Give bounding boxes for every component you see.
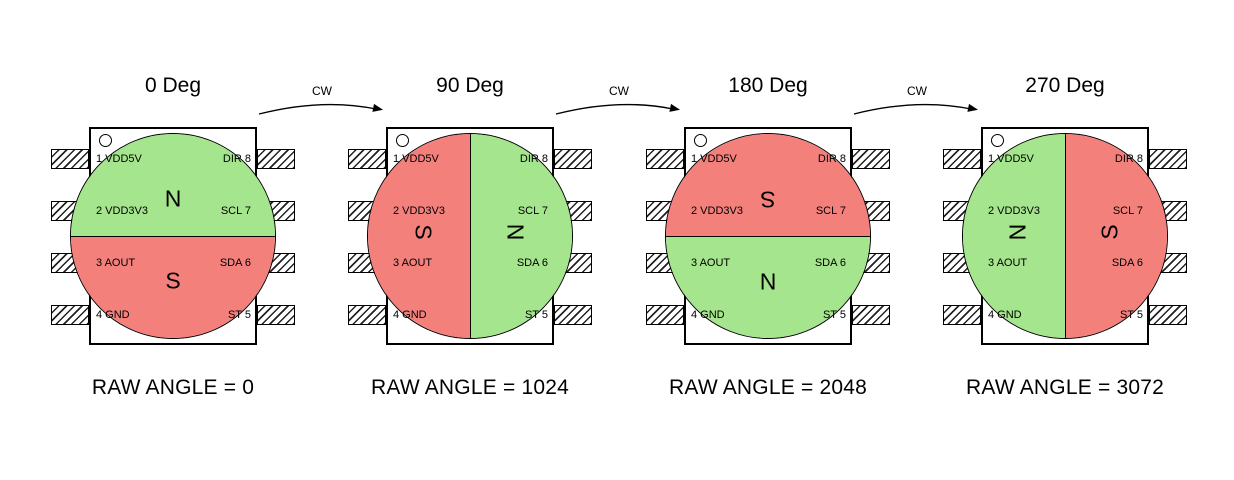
chip-pin	[348, 149, 386, 169]
curved-arrow-icon	[258, 103, 383, 115]
rotation-step-panel-180deg: 180 Deg S N 1 VDD5V 2 VDD3V3 3 AOUT 4 GN…	[643, 0, 893, 480]
pin-label-sda: SDA 6	[814, 257, 846, 269]
curved-arrow-icon	[853, 103, 978, 115]
pin-label-dir: DIR 8	[519, 153, 548, 165]
pin-label-aout: 3 AOUT	[393, 257, 433, 269]
sensor-chip-diagram: S N 1 VDD5V 2 VDD3V3 3 AOUT 4 GND DIR 8 …	[345, 127, 595, 345]
pin-label-scl: SCL 7	[220, 205, 251, 217]
raw-angle-caption: RAW ANGLE = 1024	[371, 376, 569, 399]
sensor-chip-diagram: N S 1 VDD5V 2 VDD3V3 3 AOUT 4 GND DIR 8 …	[48, 127, 298, 345]
chip-pin	[943, 305, 981, 325]
cw-label: CW	[907, 84, 927, 98]
pole-label-north: N	[502, 223, 529, 241]
angle-title: 270 Deg	[1025, 74, 1105, 97]
pin-label-dir: DIR 8	[817, 153, 846, 165]
pin-label-vdd3v3: 2 VDD3V3	[988, 205, 1040, 217]
pole-label-south: S	[1096, 224, 1123, 240]
angle-title: 90 Deg	[436, 74, 504, 97]
pin-label-aout: 3 AOUT	[96, 257, 136, 269]
pin-label-st: ST 5	[822, 309, 846, 321]
sensor-chip-diagram: S N 1 VDD5V 2 VDD3V3 3 AOUT 4 GND DIR 8 …	[643, 127, 893, 345]
pin1-indicator-dot	[396, 134, 409, 147]
pin1-indicator-dot	[99, 134, 112, 147]
pin-label-scl: SCL 7	[1112, 205, 1143, 217]
cw-label: CW	[312, 84, 332, 98]
chip-pin	[257, 149, 295, 169]
pin-label-scl: SCL 7	[815, 205, 846, 217]
chip-pin	[257, 305, 295, 325]
pin-label-vdd5v: 1 VDD5V	[691, 153, 737, 165]
pin-label-gnd: 4 GND	[691, 309, 725, 321]
pin1-indicator-dot	[694, 134, 707, 147]
pole-label-south: S	[165, 267, 181, 294]
pin-label-st: ST 5	[524, 309, 548, 321]
pin-label-st: ST 5	[1119, 309, 1143, 321]
pin-label-vdd5v: 1 VDD5V	[96, 153, 142, 165]
pin-label-gnd: 4 GND	[393, 309, 427, 321]
pin-label-dir: DIR 8	[222, 153, 251, 165]
chip-pin	[943, 149, 981, 169]
pin-label-vdd5v: 1 VDD5V	[393, 153, 439, 165]
pin-label-sda: SDA 6	[1111, 257, 1143, 269]
pole-label-north: N	[759, 268, 777, 295]
sensor-chip-diagram: N S 1 VDD5V 2 VDD3V3 3 AOUT 4 GND DIR 8 …	[940, 127, 1190, 345]
raw-angle-caption: RAW ANGLE = 2048	[669, 376, 867, 399]
chip-pin	[348, 305, 386, 325]
curved-arrow-icon	[555, 103, 680, 115]
pin-label-gnd: 4 GND	[988, 309, 1022, 321]
angle-title: 180 Deg	[728, 74, 808, 97]
pin-label-aout: 3 AOUT	[691, 257, 731, 269]
pin-label-vdd5v: 1 VDD5V	[988, 153, 1034, 165]
chip-pin	[554, 149, 592, 169]
angle-title: 0 Deg	[144, 74, 202, 97]
pin-label-vdd3v3: 2 VDD3V3	[393, 205, 445, 217]
pin-label-sda: SDA 6	[516, 257, 548, 269]
chip-pin	[51, 305, 89, 325]
raw-angle-caption: RAW ANGLE = 3072	[966, 376, 1164, 399]
chip-pin	[1149, 305, 1187, 325]
chip-pin	[852, 305, 890, 325]
cw-rotation-arrow: CW	[553, 84, 685, 130]
chip-pin	[646, 305, 684, 325]
pin-label-vdd3v3: 2 VDD3V3	[96, 205, 148, 217]
pin-label-dir: DIR 8	[1114, 153, 1143, 165]
chip-pin	[1149, 149, 1187, 169]
pole-label-north: N	[164, 185, 182, 212]
chip-pin	[51, 149, 89, 169]
pin-label-st: ST 5	[227, 309, 251, 321]
chip-pin	[554, 305, 592, 325]
pin-label-gnd: 4 GND	[96, 309, 130, 321]
raw-angle-caption: RAW ANGLE = 0	[91, 376, 255, 399]
cw-label: CW	[609, 84, 629, 98]
pin1-indicator-dot	[991, 134, 1004, 147]
pin-label-sda: SDA 6	[219, 257, 251, 269]
chip-pin	[852, 149, 890, 169]
pole-label-south: S	[760, 186, 776, 213]
rotation-step-panel-90deg: 90 Deg S N 1 VDD5V 2 VDD3V3 3 AOUT 4 GND	[345, 0, 595, 480]
pole-label-north: N	[1004, 223, 1031, 241]
rotation-step-panel-0deg: 0 Deg N S 1 VDD5V 2 VDD3V3 3 AOUT 4 GND	[48, 0, 298, 480]
pin-label-scl: SCL 7	[517, 205, 548, 217]
pin-label-aout: 3 AOUT	[988, 257, 1028, 269]
pin-label-vdd3v3: 2 VDD3V3	[691, 205, 743, 217]
cw-rotation-arrow: CW	[256, 84, 388, 130]
cw-rotation-arrow: CW	[851, 84, 983, 130]
pole-label-south: S	[410, 224, 437, 240]
rotation-step-panel-270deg: 270 Deg N S 1 VDD5V 2 VDD3V3 3 AOUT 4 GN…	[940, 0, 1190, 480]
chip-pin	[646, 149, 684, 169]
